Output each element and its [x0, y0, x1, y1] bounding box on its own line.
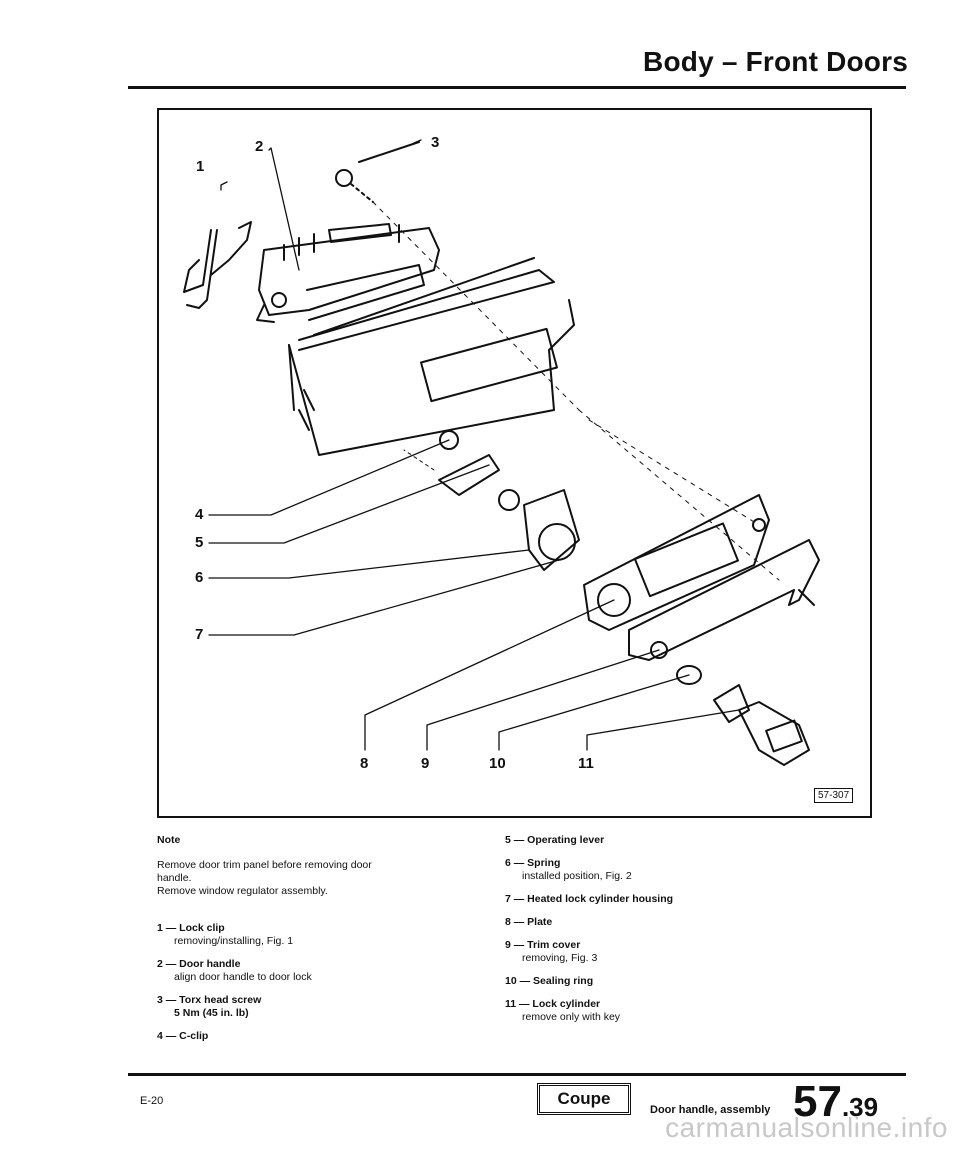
page-number: 57.39	[793, 1080, 878, 1129]
callout-4: 4	[195, 506, 204, 523]
note-line: Remove window regulator assembly.	[157, 885, 328, 897]
callout-3: 3	[431, 134, 440, 151]
parts-list-item: 1 — Lock clip removing/installing, Fig. …	[157, 922, 294, 947]
leader-lines	[208, 139, 740, 751]
small-parts-drawing	[403, 430, 580, 571]
callout-6: 6	[195, 569, 204, 586]
parts-list-item: 2 — Door handle align door handle to doo…	[157, 958, 312, 983]
exploded-diagram: 1 2 3 4 5 6 7 8 9 10 11 57-307	[157, 108, 872, 818]
page-title: Body – Front Doors	[643, 46, 908, 77]
plate-drawing	[583, 494, 770, 631]
notes-column-right: 5 — Operating lever 6 — Spring installed…	[505, 834, 805, 1024]
parts-list-item: 6 — Spring installed position, Fig. 2	[505, 857, 632, 882]
footer-code: E-20	[140, 1095, 164, 1107]
sealing-ring-drawing	[676, 665, 702, 685]
torx-screw-drawing	[335, 141, 580, 411]
parts-list-item: 4 — C-clip	[157, 1030, 209, 1042]
callout-7: 7	[195, 626, 204, 643]
parts-list-item: 5 — Operating lever	[505, 834, 605, 846]
door-skin-drawing	[288, 257, 575, 456]
notes-column-left: Note Remove door trim panel before remov…	[157, 834, 457, 1043]
page-number-minor: .39	[841, 1092, 879, 1122]
parts-list-item: 9 — Trim cover removing, Fig. 3	[505, 939, 598, 964]
lock-clip-drawing	[183, 221, 252, 309]
callout-5: 5	[195, 534, 204, 551]
callout-8: 8	[360, 755, 369, 772]
callout-11: 11	[578, 755, 594, 772]
callout-9: 9	[421, 755, 430, 772]
lock-cylinder-drawing	[713, 684, 810, 766]
parts-list-item: 10 — Sealing ring	[505, 975, 594, 987]
parts-list-item: 11 — Lock cylinder remove only with key	[505, 998, 621, 1023]
note-heading: Note	[157, 834, 181, 846]
callout-10: 10	[489, 755, 506, 772]
footer-divider	[128, 1073, 906, 1076]
note-line: Remove door trim panel before removing d…	[157, 859, 372, 871]
trim-cover-drawing	[628, 539, 820, 661]
parts-list-item: 7 — Heated lock cylinder housing	[505, 893, 674, 905]
header-divider	[128, 86, 906, 89]
model-badge: Coupe	[537, 1083, 631, 1115]
watermark: carmanualsonline.info	[665, 1112, 948, 1143]
parts-list-item: 8 — Plate	[505, 916, 553, 928]
parts-list-item: 3 — Torx head screw 5 Nm (45 in. lb)	[157, 994, 262, 1019]
callout-1: 1	[196, 158, 205, 175]
figure-number: 57-307	[814, 788, 854, 803]
note-line: handle.	[157, 872, 192, 884]
page-number-major: 57	[793, 1077, 842, 1126]
door-handle-illustration	[183, 139, 820, 766]
footer-description: Door handle, assembly	[650, 1104, 771, 1116]
door-handle-drawing	[256, 223, 440, 323]
callout-2: 2	[255, 138, 264, 155]
